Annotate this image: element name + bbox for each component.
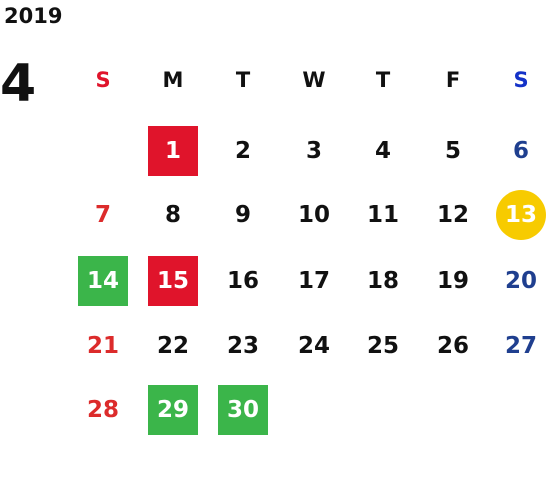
day-22[interactable]: 22: [156, 333, 189, 359]
day-10[interactable]: 10: [297, 202, 330, 228]
day-21[interactable]: 21: [86, 333, 119, 359]
weekday-2: T: [235, 68, 251, 92]
day-11[interactable]: 11: [366, 202, 399, 228]
day-25[interactable]: 25: [366, 333, 399, 359]
weekday-3: W: [302, 68, 326, 92]
day-2[interactable]: 2: [234, 138, 251, 164]
year-label: 2019: [4, 4, 63, 28]
day-16[interactable]: 16: [226, 268, 259, 294]
day-9[interactable]: 9: [234, 202, 251, 228]
day-24[interactable]: 24: [297, 333, 330, 359]
weekday-6: S: [513, 68, 529, 92]
weekday-0: S: [95, 68, 111, 92]
day-18[interactable]: 18: [366, 268, 399, 294]
day-30[interactable]: 30: [218, 385, 268, 435]
day-5[interactable]: 5: [444, 138, 461, 164]
day-17[interactable]: 17: [297, 268, 330, 294]
weekday-4: T: [375, 68, 391, 92]
day-3[interactable]: 3: [305, 138, 322, 164]
day-19[interactable]: 19: [436, 268, 469, 294]
day-4[interactable]: 4: [374, 138, 391, 164]
day-13[interactable]: 13: [496, 190, 546, 240]
day-6[interactable]: 6: [512, 138, 529, 164]
day-26[interactable]: 26: [436, 333, 469, 359]
day-8[interactable]: 8: [164, 202, 181, 228]
day-12[interactable]: 12: [436, 202, 469, 228]
day-15[interactable]: 15: [148, 256, 198, 306]
day-1[interactable]: 1: [148, 126, 198, 176]
weekday-5: F: [445, 68, 461, 92]
day-20[interactable]: 20: [504, 268, 537, 294]
day-23[interactable]: 23: [226, 333, 259, 359]
day-28[interactable]: 28: [86, 397, 119, 423]
weekday-1: M: [162, 68, 184, 92]
day-14[interactable]: 14: [78, 256, 128, 306]
month-number: 4: [0, 54, 37, 114]
day-29[interactable]: 29: [148, 385, 198, 435]
day-7[interactable]: 7: [94, 202, 111, 228]
day-27[interactable]: 27: [504, 333, 537, 359]
